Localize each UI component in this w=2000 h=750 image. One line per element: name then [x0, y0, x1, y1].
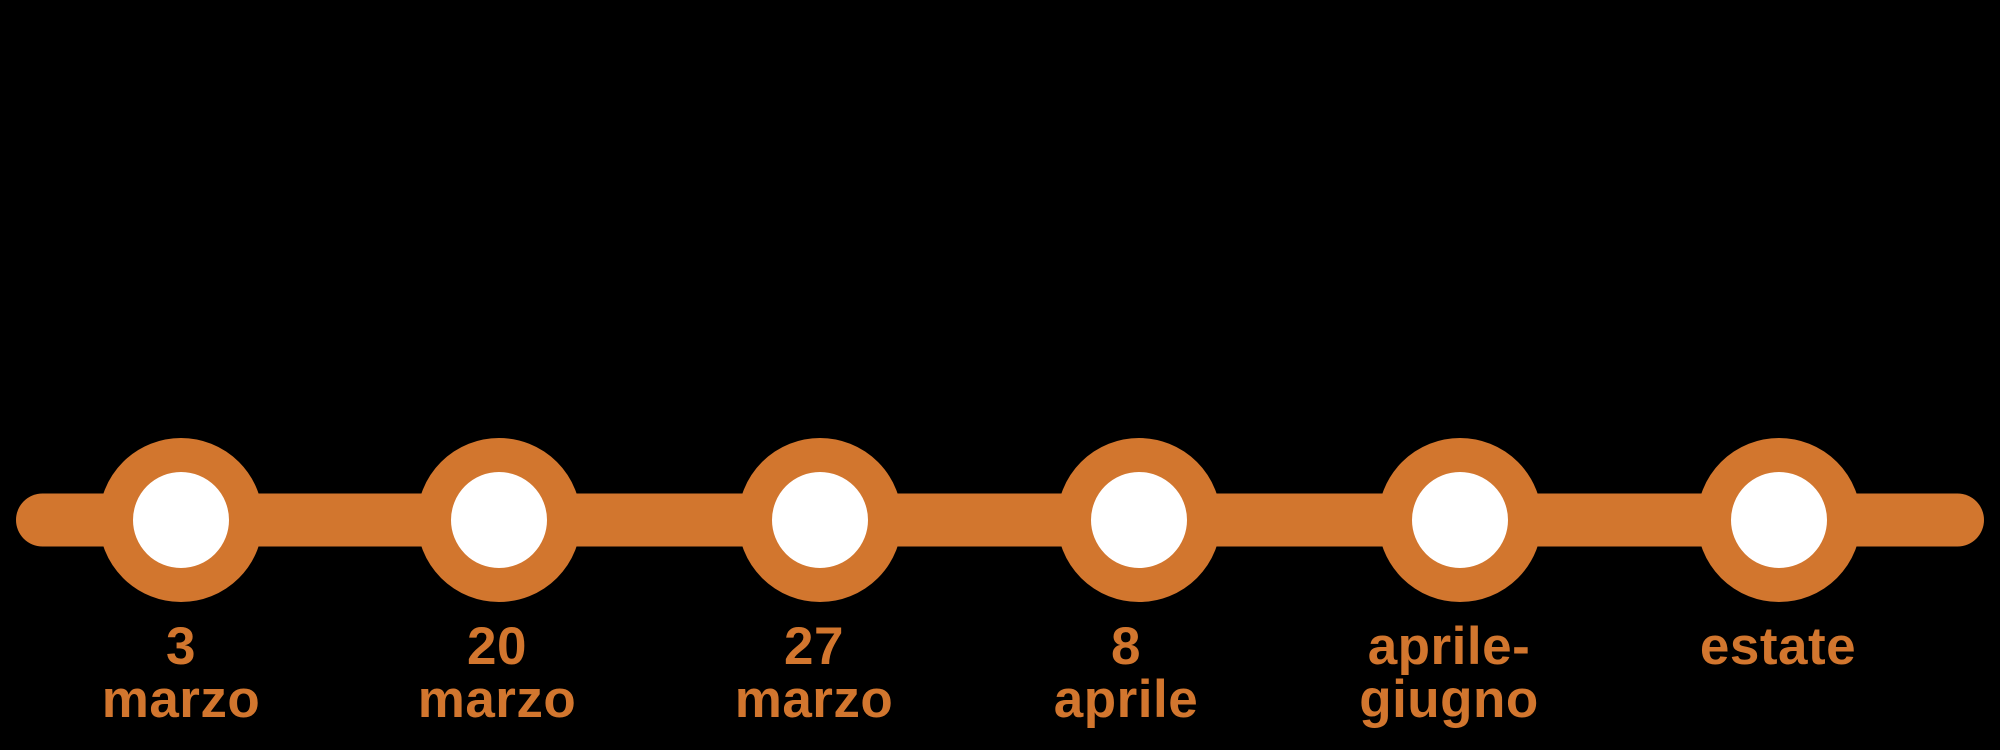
timeline-label-4: 8 aprile	[1054, 620, 1198, 726]
timeline-label-1: 3 marzo	[102, 620, 261, 726]
timeline-node-1	[99, 438, 263, 602]
timeline-node-3	[738, 438, 902, 602]
timeline-node-2	[417, 438, 581, 602]
timeline-label-1-line-2: marzo	[101, 670, 261, 729]
timeline-label-1-line-1: 3	[166, 617, 196, 676]
timeline-track	[16, 493, 1984, 547]
timeline-label-2-line-2: marzo	[417, 670, 577, 729]
timeline-label-6-line-1: estate	[1699, 617, 1857, 676]
timeline-node-4	[1057, 438, 1221, 602]
timeline-label-6: estate	[1700, 620, 1856, 673]
timeline-label-3-line-1: 27	[784, 617, 844, 676]
timeline-label-4-line-1: 8	[1111, 617, 1141, 676]
timeline-label-5-line-2: giugno	[1359, 670, 1539, 729]
timeline-label-3-line-2: marzo	[734, 670, 894, 729]
timeline-label-5: aprile- giugno	[1359, 620, 1539, 726]
timeline-label-5-line-1: aprile-	[1367, 617, 1531, 676]
timeline-label-2: 20 marzo	[418, 620, 577, 726]
timeline-label-3: 27 marzo	[735, 620, 894, 726]
timeline-node-5	[1378, 438, 1542, 602]
timeline-node-6	[1697, 438, 1861, 602]
timeline-label-2-line-1: 20	[467, 617, 527, 676]
timeline-label-4-line-2: aprile	[1053, 670, 1199, 729]
